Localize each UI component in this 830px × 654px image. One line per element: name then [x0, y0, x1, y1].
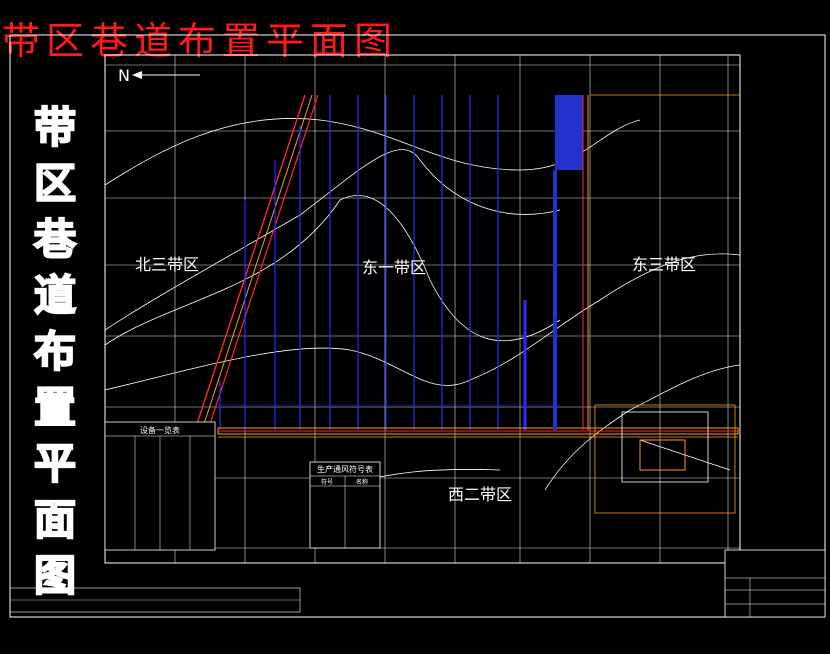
surface-facility	[594, 404, 736, 514]
zone-east3: 东三带区	[632, 255, 697, 274]
panel-roadways	[215, 95, 560, 430]
legend2-title: 生产通风符号表	[317, 464, 373, 474]
revision-strip	[9, 587, 301, 613]
side-title-char: 置	[33, 382, 77, 433]
legend2-col-name: 名称	[356, 478, 368, 486]
side-title-char: 巷	[33, 214, 77, 265]
zone-north3: 北三带区	[135, 255, 200, 274]
zone-west2: 西二带区	[448, 485, 513, 504]
side-title-char: 道	[33, 270, 77, 321]
ventilation-legend-table	[309, 461, 381, 549]
main-roadway	[217, 427, 739, 438]
shaft-column	[553, 94, 740, 430]
outer-frame	[9, 34, 826, 618]
title-block	[724, 549, 826, 618]
side-title-char: 面	[33, 494, 77, 545]
side-title-char: 区	[33, 158, 77, 209]
map-frame	[104, 54, 741, 564]
north-label: N	[118, 66, 130, 85]
side-title-char: 布	[33, 326, 77, 377]
side-title-char: 带	[33, 102, 77, 153]
legend1-title: 设备一览表	[140, 425, 180, 435]
zone-east1: 东一带区	[362, 258, 427, 277]
drawing-title: 带区巷道布置平面图	[2, 19, 399, 63]
side-title-char: 图	[33, 550, 77, 601]
north-arrow-icon	[132, 71, 200, 79]
legend2-col-symbol: 符号	[321, 478, 333, 486]
equipment-legend-table	[104, 421, 216, 551]
side-title: 带 区 巷 道 布 置 平 面 图	[30, 100, 80, 604]
side-title-char: 平	[33, 438, 77, 489]
